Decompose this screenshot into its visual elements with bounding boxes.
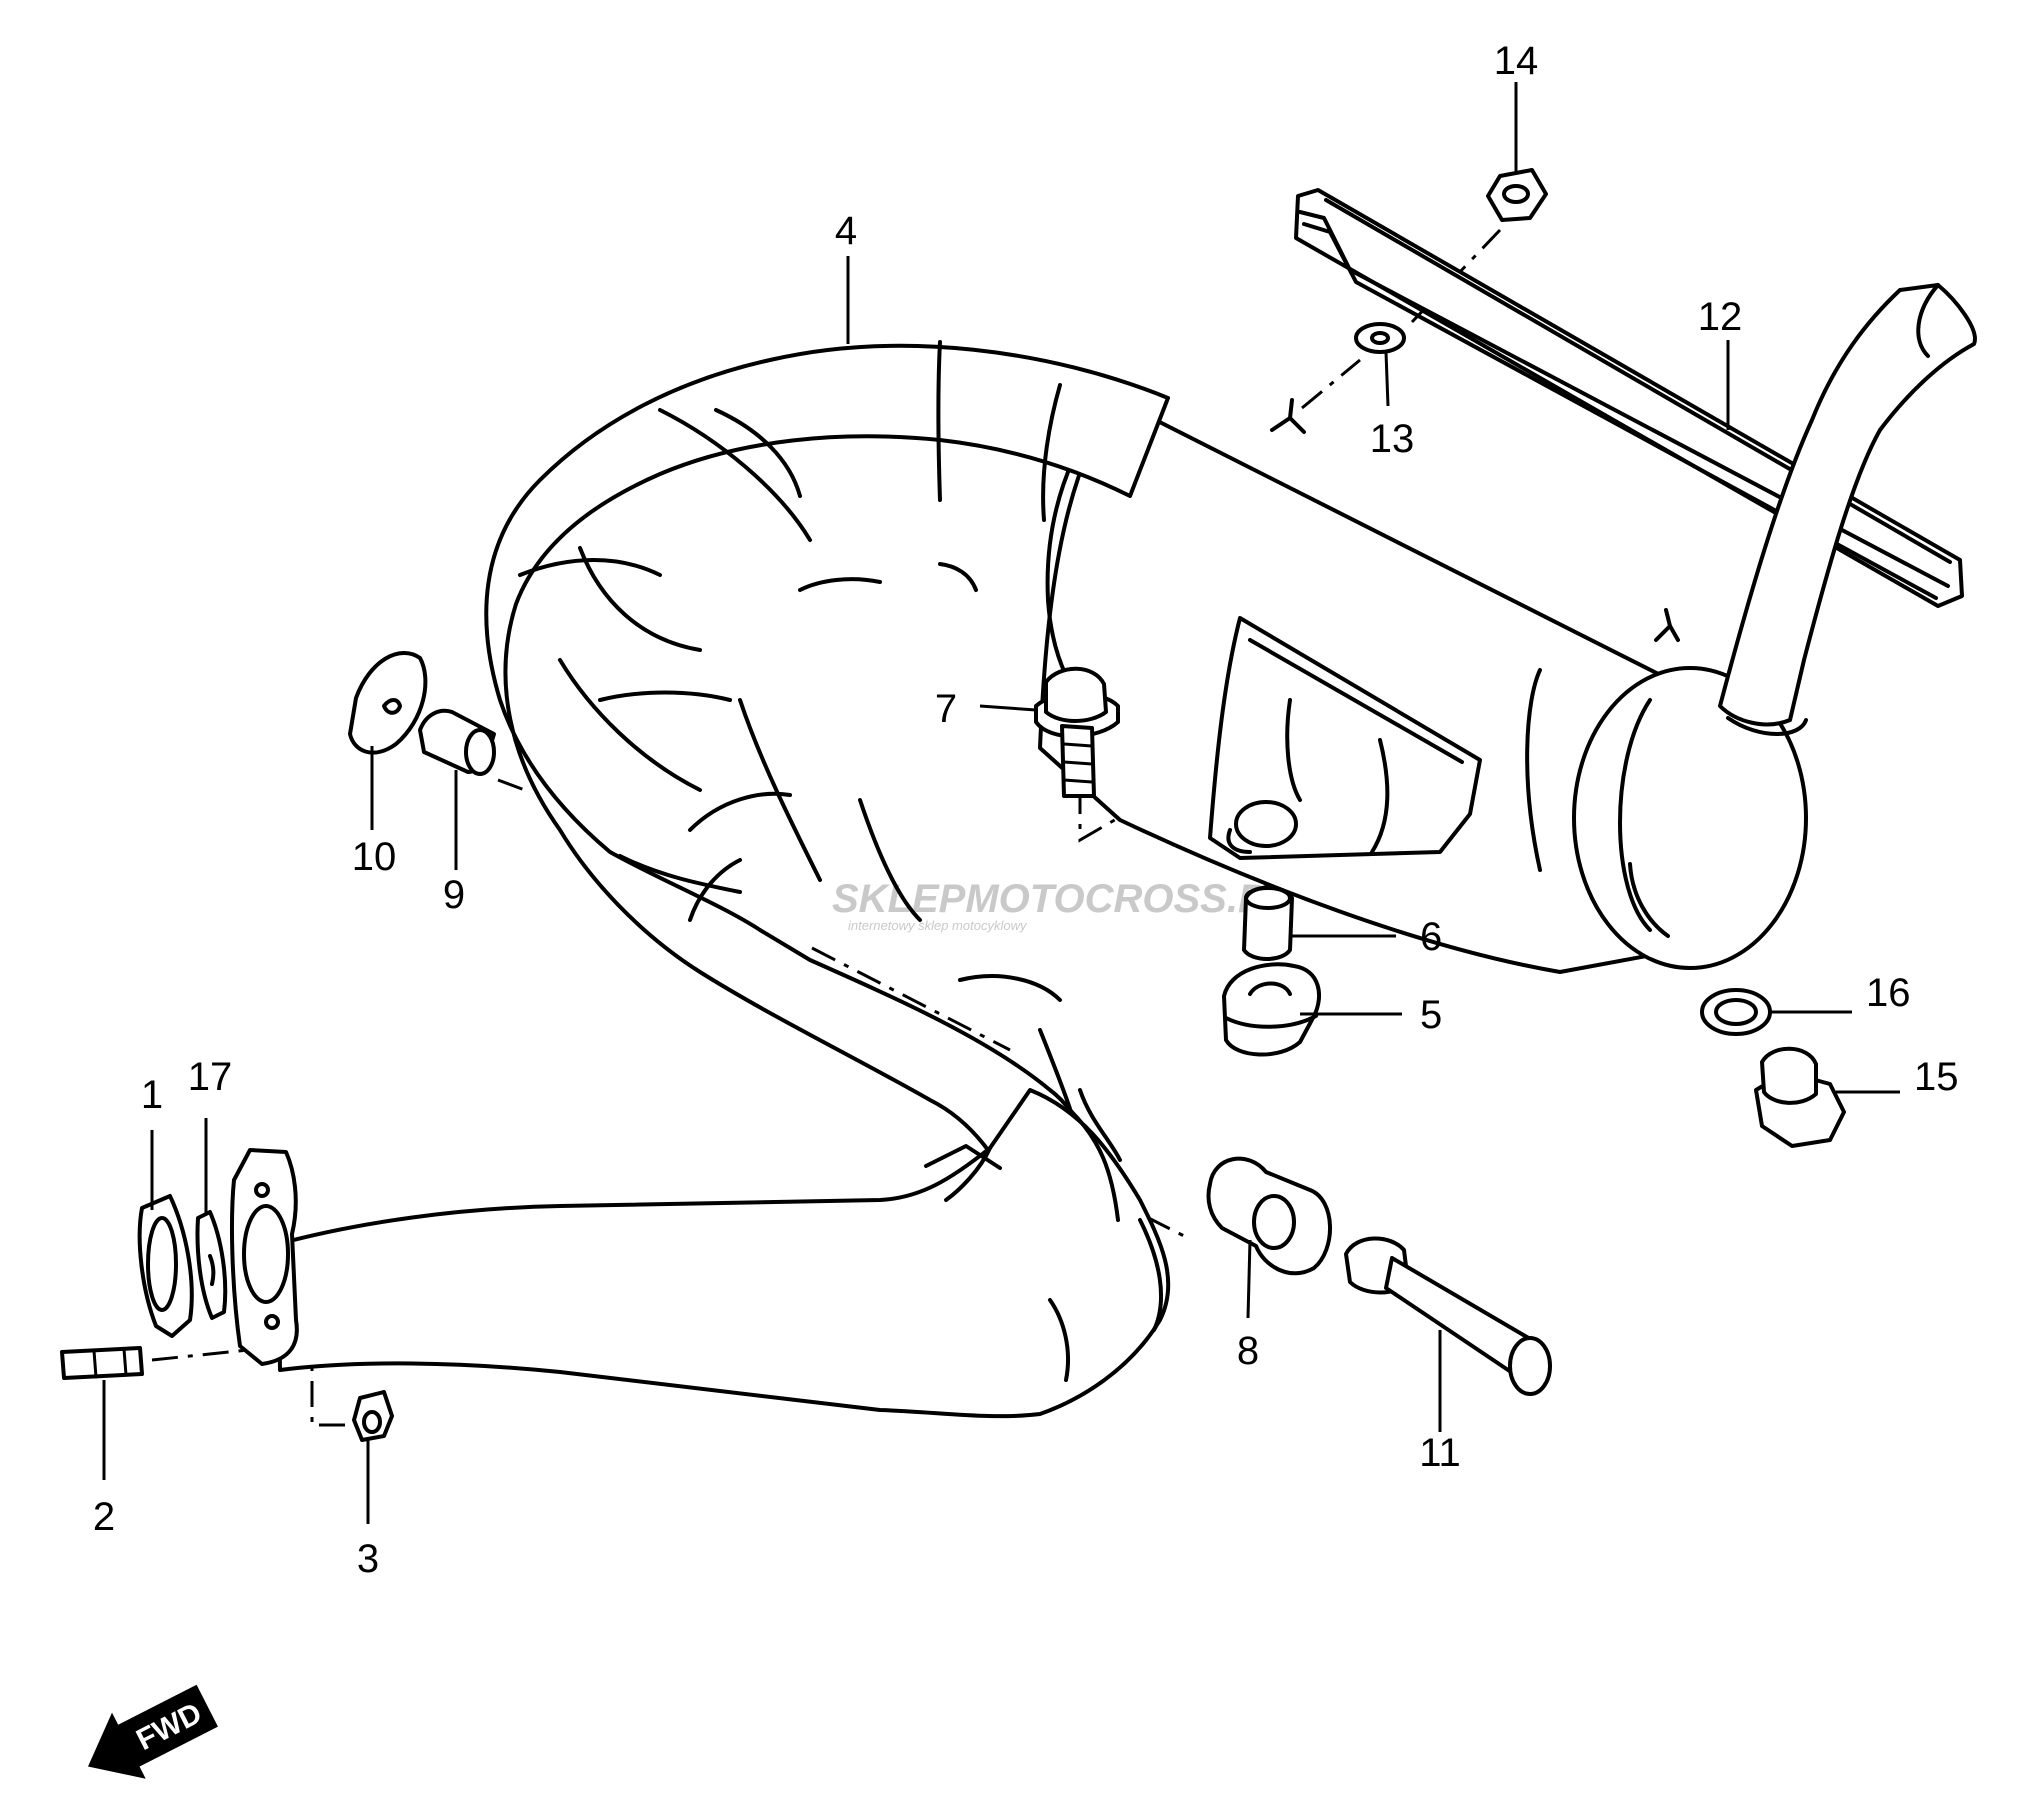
shield-washer bbox=[1354, 322, 1406, 354]
drain-plug bbox=[1754, 1046, 1846, 1148]
callout-6: 6 bbox=[1420, 915, 1442, 959]
callout-13: 13 bbox=[1370, 417, 1415, 461]
mount-collar bbox=[418, 708, 496, 776]
callout-3: 3 bbox=[357, 1537, 379, 1581]
spacer bbox=[1242, 885, 1294, 961]
callout-16: 16 bbox=[1866, 971, 1911, 1015]
watermark-brand: SKLEPMOTOCROSS.PL bbox=[832, 877, 1289, 921]
rubber-grommet bbox=[1222, 962, 1322, 1057]
leader-lines bbox=[102, 82, 1900, 1524]
callout-12: 12 bbox=[1698, 295, 1743, 339]
exhaust-header-pipe bbox=[230, 340, 1171, 1419]
callout-labels: 1 2 3 4 5 6 7 8 9 10 11 12 13 14 15 16 1… bbox=[93, 39, 1959, 1581]
silencer-body bbox=[1038, 398, 1808, 974]
tail-pipe bbox=[1718, 283, 1977, 736]
mount-sleeve bbox=[1344, 1236, 1552, 1396]
exhaust-stud bbox=[60, 1346, 144, 1380]
callout-7: 7 bbox=[935, 687, 957, 731]
exhaust-gasket bbox=[137, 1194, 194, 1338]
callout-17: 17 bbox=[188, 1055, 233, 1099]
callout-11: 11 bbox=[1419, 1431, 1461, 1475]
callout-1: 1 bbox=[141, 1073, 163, 1117]
damper-rubber bbox=[1206, 1156, 1332, 1276]
drain-gasket bbox=[1700, 988, 1772, 1036]
small-parts bbox=[60, 168, 1846, 1442]
watermark: SKLEPMOTOCROSS.PL internetowy sklep moto… bbox=[832, 877, 1289, 933]
callout-8: 8 bbox=[1237, 1329, 1259, 1373]
callout-14: 14 bbox=[1494, 39, 1539, 83]
mount-bolt bbox=[1034, 666, 1120, 798]
flange-nut bbox=[352, 1390, 394, 1442]
callout-15: 15 bbox=[1914, 1055, 1959, 1099]
mount-washer bbox=[348, 651, 428, 755]
forward-arrow-icon: FWD bbox=[87, 1684, 218, 1779]
callout-9: 9 bbox=[443, 873, 465, 917]
exhaust-seal bbox=[195, 1210, 228, 1320]
shield-nut bbox=[1486, 168, 1548, 222]
callout-5: 5 bbox=[1420, 993, 1442, 1037]
callout-4: 4 bbox=[835, 209, 857, 253]
callout-2: 2 bbox=[93, 1495, 115, 1539]
watermark-tagline: internetowy sklep motocyklowy bbox=[848, 918, 1028, 933]
callout-10: 10 bbox=[352, 835, 397, 879]
